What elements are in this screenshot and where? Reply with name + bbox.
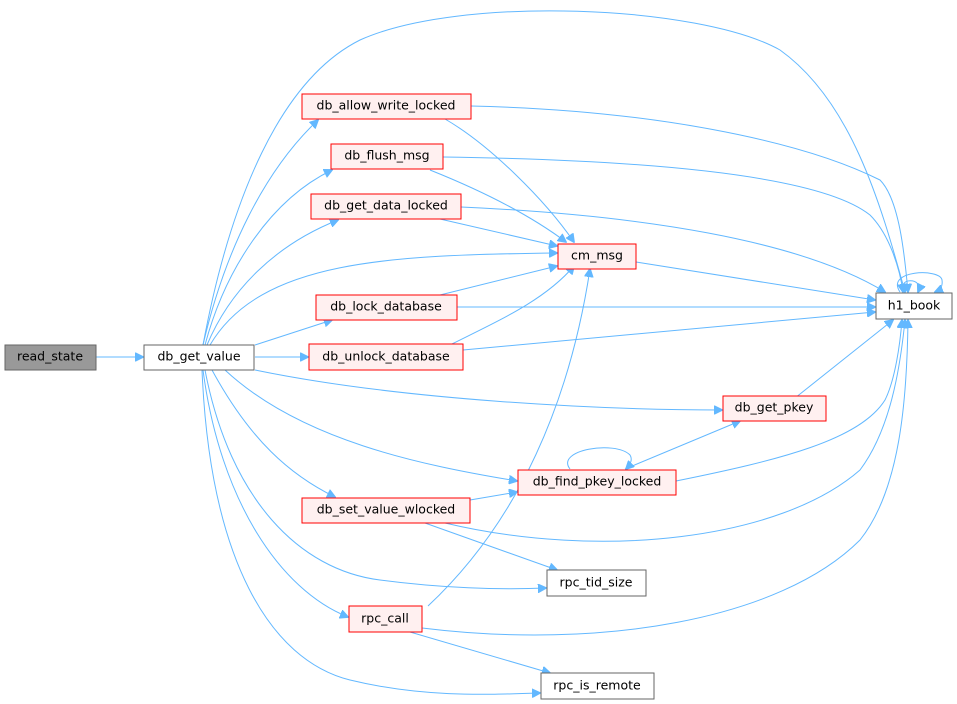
edge-db-get-pkey-to-h1-book bbox=[794, 320, 893, 399]
edge-h1-book-self-loop bbox=[896, 272, 942, 292]
node-db-allow-write-locked-label: db_allow_write_locked bbox=[317, 98, 456, 113]
edge-db-get-value-to-db-find-pkey-locked bbox=[224, 369, 517, 481]
node-rpc-call-label: rpc_call bbox=[361, 611, 409, 626]
edge-rpc-call-to-h1-book bbox=[421, 320, 908, 636]
node-db-set-value-wlocked[interactable]: db_set_value_wlocked bbox=[301, 497, 471, 524]
node-db-get-value[interactable]: db_get_value bbox=[143, 344, 255, 371]
node-db-unlock-database-label: db_unlock_database bbox=[322, 349, 450, 364]
edge-db-get-value-to-rpc-call bbox=[202, 369, 348, 617]
node-rpc-is-remote-label: rpc_is_remote bbox=[553, 678, 641, 693]
node-cm-msg-label: cm_msg bbox=[571, 248, 623, 263]
edge-db-find-pkey-locked-self-loop bbox=[567, 447, 632, 469]
nodes: read_state db_get_value db_allow_write_l… bbox=[4, 93, 953, 700]
edge-db-unlock-database-to-h1-book bbox=[462, 312, 875, 351]
edge-db-get-value-to-cm-msg bbox=[209, 253, 557, 346]
edges bbox=[96, 10, 942, 694]
node-db-flush-msg-label: db_flush_msg bbox=[344, 148, 429, 163]
edge-db-get-value-to-db-allow-write-locked bbox=[202, 120, 318, 346]
node-db-get-data-locked-label: db_get_data_locked bbox=[324, 198, 448, 213]
edge-db-flush-msg-to-cm-msg bbox=[429, 169, 566, 242]
edge-rpc-call-to-cm-msg bbox=[427, 269, 590, 607]
edge-db-get-value-to-db-set-value-wlocked bbox=[211, 369, 335, 497]
node-rpc-tid-size-label: rpc_tid_size bbox=[560, 575, 633, 590]
edge-db-set-value-wlocked-to-rpc-tid-size bbox=[424, 522, 557, 570]
node-db-lock-database-label: db_lock_database bbox=[330, 299, 442, 314]
edge-db-set-value-wlocked-to-db-find-pkey-locked bbox=[469, 492, 517, 501]
node-h1-book[interactable]: h1_book bbox=[875, 292, 953, 320]
node-db-get-value-label: db_get_value bbox=[157, 349, 240, 364]
edge-db-lock-database-to-cm-msg bbox=[439, 266, 557, 296]
edge-db-get-data-locked-to-cm-msg bbox=[439, 218, 557, 246]
edge-db-find-pkey-locked-to-db-get-pkey bbox=[624, 421, 740, 470]
node-db-get-data-locked[interactable]: db_get_data_locked bbox=[310, 193, 462, 220]
edge-db-get-value-to-rpc-is-remote bbox=[201, 369, 540, 694]
edge-db-get-value-to-db-flush-msg bbox=[204, 170, 332, 346]
node-db-flush-msg[interactable]: db_flush_msg bbox=[330, 143, 444, 170]
edge-db-find-pkey-locked-to-h1-book bbox=[675, 320, 902, 482]
edge-h1-book-self-loop-inner bbox=[902, 280, 919, 292]
edge-db-get-data-locked-to-h1-book bbox=[460, 206, 885, 292]
edge-db-get-value-to-rpc-tid-size bbox=[204, 369, 546, 589]
edge-rpc-call-to-rpc-is-remote bbox=[409, 631, 550, 673]
node-rpc-tid-size[interactable]: rpc_tid_size bbox=[546, 569, 647, 597]
edge-db-unlock-database-to-cm-msg bbox=[451, 266, 574, 345]
node-h1-book-label: h1_book bbox=[888, 298, 941, 313]
node-db-get-pkey-label: db_get_pkey bbox=[735, 400, 814, 415]
edge-db-get-value-to-db-get-pkey bbox=[254, 369, 722, 410]
node-db-find-pkey-locked[interactable]: db_find_pkey_locked bbox=[517, 469, 677, 496]
node-db-set-value-wlocked-label: db_set_value_wlocked bbox=[317, 502, 456, 517]
edge-db-allow-write-locked-to-cm-msg bbox=[444, 118, 574, 242]
edge-db-get-value-to-db-get-data-locked bbox=[206, 220, 338, 346]
edge-cm-msg-to-h1-book bbox=[635, 261, 875, 300]
node-db-lock-database[interactable]: db_lock_database bbox=[315, 294, 458, 321]
node-rpc-is-remote[interactable]: rpc_is_remote bbox=[540, 672, 655, 700]
node-read-state[interactable]: read_state bbox=[4, 344, 97, 371]
node-db-unlock-database[interactable]: db_unlock_database bbox=[308, 343, 464, 371]
edge-db-allow-write-locked-to-h1-book bbox=[470, 105, 908, 292]
node-read-state-label: read_state bbox=[17, 349, 83, 364]
edge-db-get-value-to-h1-book-top bbox=[202, 10, 905, 346]
edge-db-flush-msg-to-h1-book bbox=[442, 156, 903, 292]
node-cm-msg[interactable]: cm_msg bbox=[557, 243, 637, 270]
edge-db-set-value-wlocked-to-h1-book bbox=[444, 320, 905, 542]
node-db-get-pkey[interactable]: db_get_pkey bbox=[722, 395, 827, 422]
node-db-find-pkey-locked-label: db_find_pkey_locked bbox=[533, 474, 662, 489]
edge-db-get-value-to-db-lock-database bbox=[254, 320, 332, 346]
node-db-allow-write-locked[interactable]: db_allow_write_locked bbox=[301, 93, 472, 120]
node-rpc-call[interactable]: rpc_call bbox=[348, 605, 423, 633]
